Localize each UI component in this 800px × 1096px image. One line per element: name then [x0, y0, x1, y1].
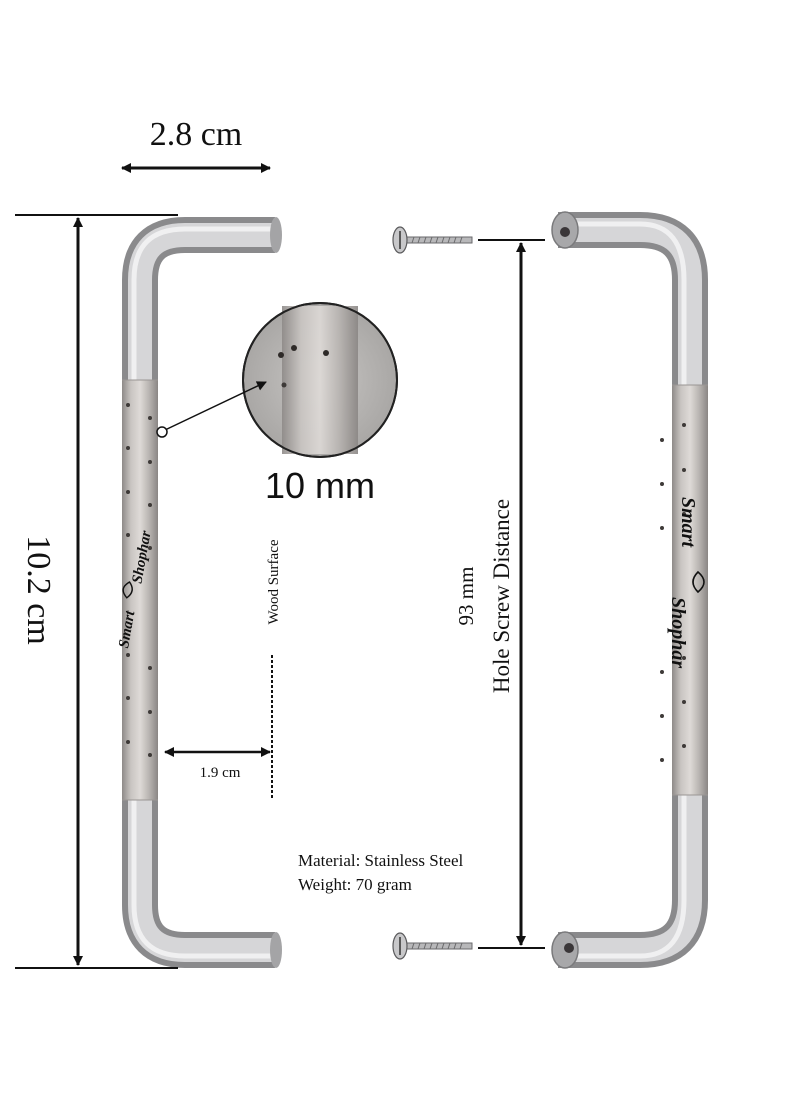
- svg-text:Smart: Smart: [677, 497, 699, 548]
- wood-surface-indicator: Wood Surface 1.9 cm: [164, 539, 282, 800]
- wood-surface-label: Wood Surface: [266, 539, 282, 624]
- heart-cart-icon: [122, 581, 133, 599]
- hole-zoom-detail: 10 mm: [156, 302, 398, 506]
- clearance-label: 1.9 cm: [200, 765, 241, 781]
- specifications: Material: Stainless Steel Weight: 70 gra…: [298, 851, 464, 894]
- vent-holes: [126, 403, 152, 757]
- svg-text:Smart: Smart: [116, 609, 138, 650]
- screw-bottom: [392, 932, 473, 960]
- width-dimension: 2.8 cm: [121, 116, 271, 173]
- width-label: 2.8 cm: [150, 116, 243, 153]
- height-dimension: 10.2 cm: [15, 214, 178, 969]
- hole-distance-value: 93 mm: [454, 567, 478, 626]
- height-label: 10.2 cm: [20, 535, 57, 645]
- left-handle: Smart Shophar: [116, 217, 282, 968]
- brand-logo: Smart Shophar: [667, 497, 705, 668]
- screw-top: [392, 226, 473, 254]
- right-handle: Smart Shophar: [551, 211, 708, 969]
- vent-holes: [660, 423, 686, 762]
- hole-distance-caption: Hole Screw Distance: [489, 499, 514, 693]
- heart-cart-icon: [692, 570, 705, 594]
- hole-size-label: 10 mm: [265, 465, 375, 506]
- hole-distance-dimension: 93 mm Hole Screw Distance: [454, 239, 545, 949]
- weight-label: Weight: 70 gram: [298, 875, 412, 894]
- svg-text:Shophar: Shophar: [667, 597, 689, 668]
- material-label: Material: Stainless Steel: [298, 851, 464, 870]
